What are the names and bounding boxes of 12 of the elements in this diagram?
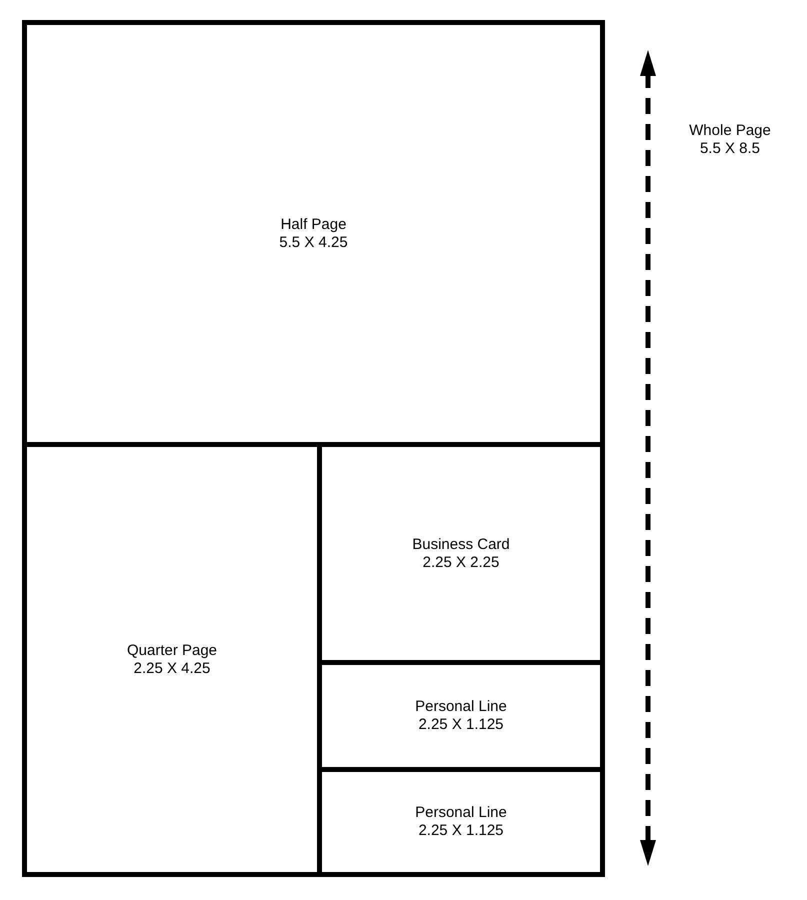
dimension-label: 5.5 X 8.5 [700,140,760,158]
dimension-label: 2.25 X 4.25 [134,660,210,678]
dimension-label: 5.5 X 4.25 [279,234,348,252]
dimension-label: 2.25 X 2.25 [422,554,500,572]
box-title: Business Card [412,536,510,554]
dimension-label: 2.25 X 1.125 [418,716,504,734]
box-title: Half Page [280,216,346,234]
box-title: Personal Line [415,804,507,822]
dimension-label: 2.25 X 1.125 [418,822,504,840]
box-title: Quarter Page [126,642,218,660]
box-title: Personal Line [415,698,507,716]
dimension-label: Whole Page [689,122,771,140]
